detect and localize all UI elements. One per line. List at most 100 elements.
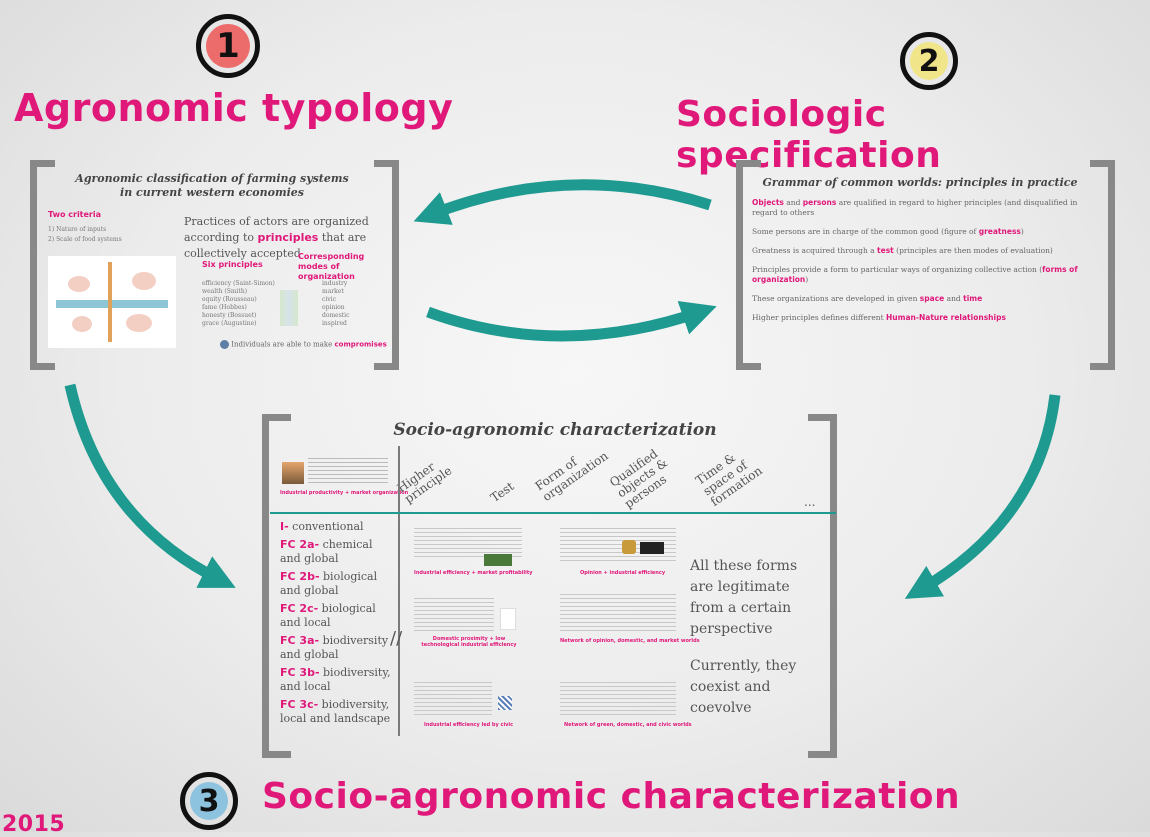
frame2-content: Grammar of common worlds: principles in … (752, 176, 1088, 323)
principle-item: wealth (Smith) (202, 288, 248, 295)
objects-key: Objects (752, 198, 784, 207)
step-1-fill (206, 24, 250, 68)
column-header: Form of organization (532, 448, 611, 504)
frame1-title: Agronomic classification of farming syst… (44, 172, 380, 200)
mode-item: inspired (322, 320, 347, 327)
thumbnail-caption: Industrial productivity + market organiz… (280, 490, 409, 496)
frame2-lines: Objects and persons are qualified in reg… (752, 198, 1088, 323)
mode-item: civic (322, 296, 336, 303)
criteria-1: 1) Nature of inputs (48, 226, 107, 233)
column-header: ... (804, 495, 816, 509)
row-label: FC 3c- biodiversity, local and landscape (280, 698, 391, 725)
diagram-blob (72, 316, 92, 332)
frame3-title: Socio-agronomic characterization (393, 420, 717, 440)
row-label: FC 2b- biological and global (280, 570, 378, 597)
step-1-badge: 1 (196, 14, 260, 78)
table-header: Higher principle Test Form of organizati… (395, 440, 820, 511)
table-horizontal-rule (270, 512, 836, 514)
six-principles-label: Six principles (202, 260, 263, 269)
step-1-number: 1 (216, 26, 240, 66)
mini-cell: Industrial efficiency led by civic (414, 680, 524, 732)
frame2-line: Greatness is acquired through a test (pr… (752, 246, 1053, 255)
principle-item: efficiency (Saint-Simon) (202, 280, 275, 287)
step-2-number: 2 (918, 43, 940, 79)
frame2-bracket-left (736, 160, 761, 370)
mini-logo (622, 540, 636, 554)
frame1-footer: Individuals are able to make compromises (220, 340, 387, 349)
mini-photo (498, 696, 512, 710)
mini-cell: Opinion + industrial efficiency (560, 524, 680, 580)
modes-label: Corresponding modes of organization (298, 252, 365, 281)
step-2-fill (910, 42, 948, 80)
step-3-title: Socio-agronomic characterization (262, 776, 961, 817)
principles-link-graphic (280, 290, 298, 326)
people-icon (220, 340, 229, 349)
principle-item: equity (Rousseau) (202, 296, 257, 303)
mini-caption: Network of green, domestic, and civic wo… (564, 722, 692, 728)
statement-post: that are collectively accepted (184, 231, 367, 260)
arrow-2-to-1 (413, 179, 712, 225)
footer-key: compromises (334, 340, 387, 349)
frame2-title: Grammar of common worlds: principles in … (762, 176, 1078, 189)
modes-list: industry market civic opinion domestic i… (322, 280, 382, 328)
frame3-bracket-left (262, 414, 291, 758)
diagram-vertical-axis (108, 262, 112, 342)
persons-key: persons (802, 198, 837, 207)
arrow-1-to-3 (64, 383, 236, 588)
mini-caption: Industrial efficiency + market profitabi… (414, 570, 533, 576)
row-label: FC 2c- biological and local (280, 602, 376, 629)
typology-diagram (48, 256, 176, 348)
row-label: FC 3b- biodiversity, and local (280, 666, 391, 693)
column-header: Higher principle (394, 459, 455, 506)
frame3-thumbnail: Industrial productivity + market organiz… (280, 450, 408, 502)
diagram-blob (132, 272, 156, 290)
frame3-bracket-right (808, 414, 837, 758)
frame2-line: Higher principles defines different Huma… (752, 313, 1006, 322)
column-header: Test (487, 479, 517, 505)
statement-key: principles (257, 231, 319, 244)
criteria-2: 2) Scale of food systems (48, 236, 122, 243)
mini-cell: Network of opinion, domestic, and market… (560, 592, 700, 650)
frame1-bracket-right (374, 160, 399, 370)
thumbnail-image (282, 462, 304, 484)
frame1-title-line1: Agronomic classification of farming syst… (75, 172, 349, 185)
frame1-title-line2: in current western economies (120, 186, 304, 199)
column-header: Time & space of formation (693, 450, 765, 509)
row-label: I- conventional (280, 520, 364, 533)
frame1-bracket-left (30, 160, 55, 370)
step-2-badge: 2 (900, 32, 958, 90)
principle-item: fame (Hobbes) (202, 304, 247, 311)
mode-item: market (322, 288, 344, 295)
mini-photo (500, 608, 516, 630)
mini-cell: Network of green, domestic, and civic wo… (560, 680, 692, 732)
mini-caption: Industrial efficiency led by civic (424, 722, 514, 728)
step-3-badge: 3 (180, 772, 238, 830)
mini-photo (640, 542, 664, 554)
frame1-statement: Practices of actors are organized accord… (184, 214, 380, 262)
conclusion-1: All these forms are legitimate from a ce… (690, 558, 798, 637)
mini-photo (484, 554, 512, 566)
column-header: Qualified objects & persons (607, 446, 671, 511)
diagram-blob (68, 276, 90, 292)
frame2-line: These organizations are developed in giv… (752, 294, 983, 303)
frame2-line: Principles provide a form to particular … (752, 265, 1078, 284)
diagram-horizontal-axis (56, 300, 168, 308)
table-vertical-rule (398, 446, 400, 736)
row-label: FC 2a- chemical and global (280, 538, 373, 565)
statement-pre: Practices of actors are organized accord… (184, 215, 369, 244)
mini-caption: Network of opinion, domestic, and market… (560, 638, 700, 644)
criteria-label: Two criteria (48, 210, 102, 219)
mode-item: domestic (322, 312, 350, 319)
principle-item: grace (Augustine) (202, 320, 257, 327)
principles-list: efficiency (Saint-Simon) wealth (Smith) … (202, 280, 302, 328)
row-labels: I- conventional FC 2a- chemical and glob… (280, 520, 396, 726)
step-3-fill (190, 782, 228, 820)
step-1-title: Agronomic typology (14, 86, 454, 130)
thumbnail-text (308, 458, 388, 484)
arrow-2-to-3 (904, 394, 1061, 599)
footer-pre: Individuals are able to make (231, 340, 333, 349)
frame2-line: Objects and persons are qualified in reg… (752, 198, 1078, 217)
arrow-1-to-2 (426, 301, 717, 342)
frame1-content: Agronomic classification of farming syst… (44, 172, 387, 358)
